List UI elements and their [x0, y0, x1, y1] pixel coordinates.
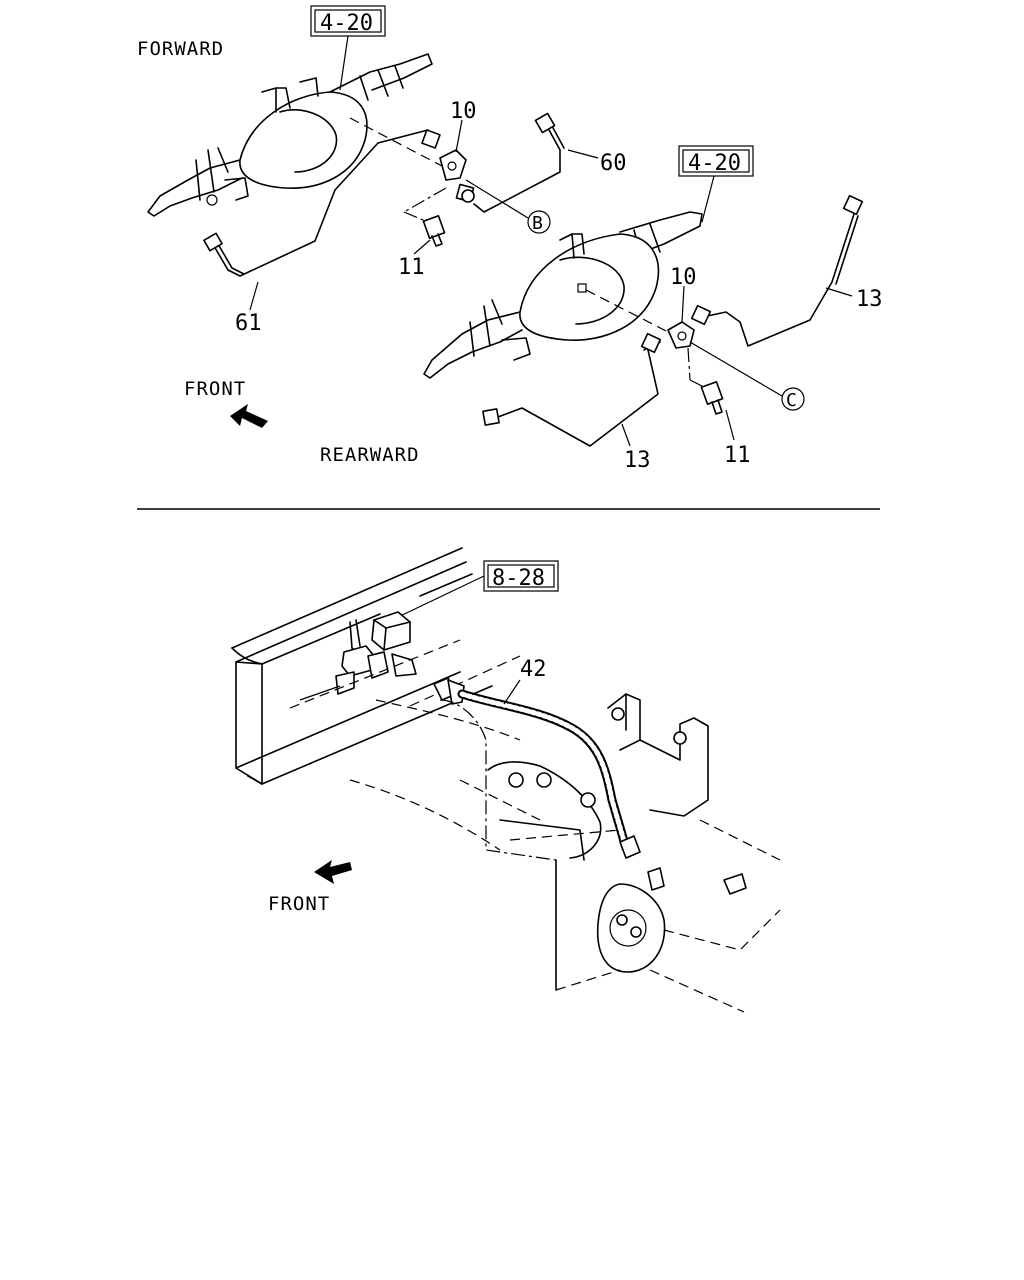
rear-axle-upper [147, 53, 433, 217]
differential-housing [439, 699, 781, 1013]
bolt-11-right[interactable] [700, 381, 724, 415]
proportioning-valve[interactable] [299, 611, 417, 701]
front-label-top: FRONT [184, 378, 246, 400]
callout-b[interactable]: B [527, 210, 551, 234]
part-number-11-left: 11 [398, 255, 425, 280]
svg-text:B: B [532, 213, 543, 234]
three-way-connector-10-right[interactable] [667, 321, 695, 349]
svg-text:8-28: 8-28 [492, 566, 545, 591]
ref-box-4-20-right[interactable]: 4-20 [678, 145, 754, 177]
top-section: FORWARD 4-20 [137, 5, 883, 473]
brake-pipe-13-right[interactable] [690, 194, 864, 347]
front-arrow-top-icon [230, 404, 268, 428]
part-number-61: 61 [235, 311, 262, 336]
svg-text:4-20: 4-20 [320, 11, 373, 36]
part-number-42: 42 [520, 657, 547, 682]
ref-box-8-28[interactable]: 8-28 [483, 560, 559, 592]
front-label-bottom: FRONT [268, 893, 330, 915]
rearward-label: REARWARD [320, 444, 420, 466]
brake-pipe-61[interactable] [203, 129, 441, 277]
forward-label: FORWARD [137, 38, 224, 60]
axle-bracket [607, 693, 747, 895]
bolt-11-left[interactable] [422, 215, 446, 247]
svg-text:C: C [786, 390, 797, 411]
part-number-13-right: 13 [856, 287, 883, 312]
bottom-section: 8-28 42 [231, 547, 781, 1013]
flexible-brake-hose-42[interactable] [433, 677, 665, 891]
three-way-connector-10-left[interactable] [439, 149, 475, 203]
svg-text:4-20: 4-20 [688, 151, 741, 176]
part-number-10-left: 10 [450, 99, 477, 124]
part-number-60: 60 [600, 151, 627, 176]
part-number-13-bottom: 13 [624, 448, 651, 473]
front-arrow-bottom-icon [314, 860, 352, 884]
brake-pipe-60[interactable] [473, 112, 565, 213]
part-number-10-right: 10 [670, 265, 697, 290]
frame-rail [231, 547, 493, 785]
brake-pipe-13-bottom[interactable] [482, 332, 662, 447]
part-number-11-right: 11 [724, 443, 751, 468]
callout-c[interactable]: C [781, 387, 805, 411]
rear-axle-lower [423, 211, 703, 379]
ref-box-4-20-left[interactable]: 4-20 [310, 5, 386, 37]
